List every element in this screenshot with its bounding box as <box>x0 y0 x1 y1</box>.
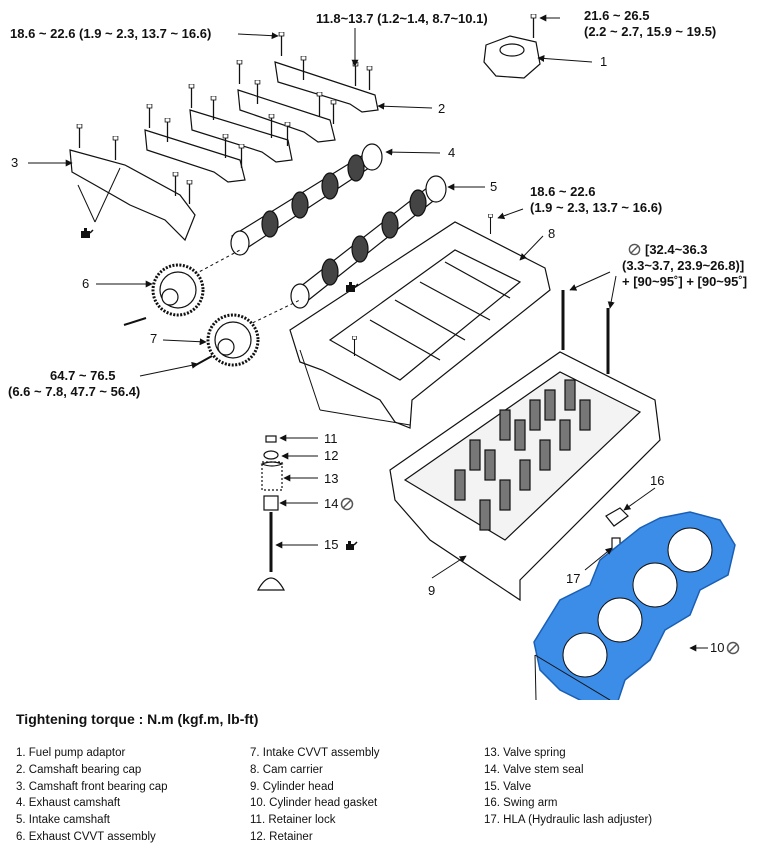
legend-item: 16. Swing arm <box>484 797 558 810</box>
torque-line-1: 21.6 ~ 26.5 <box>584 8 650 23</box>
legend-column-1: 1. Fuel pump adaptor 2. Camshaft bearing… <box>16 745 168 846</box>
part-number-11: 11 <box>324 431 338 446</box>
torque-line-2: (6.6 ~ 7.8, 47.7 ~ 56.4) <box>8 384 141 399</box>
part-number-2: 2 <box>438 101 446 116</box>
apply-sealant-icon <box>81 228 94 238</box>
part-number-12: 12 <box>324 448 339 463</box>
legend-item: 8. Cam carrier <box>250 763 323 776</box>
part-number-6: 6 <box>82 276 90 291</box>
legend-item: 4. Exhaust camshaft <box>16 797 121 810</box>
intake-camshaft <box>290 175 447 309</box>
fuel-pump-adaptor <box>483 14 541 79</box>
legend-item: 17. HLA (Hydraulic lash adjuster) <box>484 814 653 827</box>
apply-oil-icon <box>346 282 359 292</box>
torque-line-1: 64.7 ~ 76.5 <box>50 368 116 383</box>
torque-line-2: (1.9 ~ 2.3, 13.7 ~ 16.6) <box>530 200 663 215</box>
part-number-16: 16 <box>650 473 665 488</box>
part-number-text: 14 <box>324 496 339 511</box>
no-reuse-icon <box>727 641 740 655</box>
part-number-1: 1 <box>600 54 608 69</box>
torque-line-1: [32.4~36.3 <box>628 242 747 258</box>
legend-item: 7. Intake CVVT assembly <box>250 747 380 759</box>
legend-item: 14. Valve stem seal <box>484 763 584 776</box>
part-number-8: 8 <box>548 226 556 241</box>
torque-callout-bearing-cap-left: 18.6 ~ 22.6 (1.9 ~ 2.3, 13.7 ~ 16.6) <box>10 26 212 41</box>
torque-text: [32.4~36.3 <box>645 242 708 257</box>
exhaust-cvvt-assembly <box>151 263 205 317</box>
torque-line-1: 18.6 ~ 22.6 <box>530 184 596 199</box>
torque-callout-head-bolts: [32.4~36.3 (3.3~3.7, 23.9~26.8)] + [90~9… <box>622 242 747 290</box>
cam-carrier <box>289 214 551 429</box>
part-number-4: 4 <box>448 145 456 160</box>
torque-callout-cvvt: 64.7 ~ 76.5 (6.6 ~ 7.8, 47.7 ~ 56.4) <box>8 368 140 400</box>
torque-callout-cam-carrier: 18.6 ~ 22.6 (1.9 ~ 2.3, 13.7 ~ 16.6) <box>530 184 662 216</box>
legend-item: 9. Cylinder head <box>250 780 334 793</box>
part-number-10: 10 <box>710 641 740 655</box>
exhaust-camshaft <box>230 143 383 256</box>
legend-item: 1. Fuel pump adaptor <box>16 747 126 759</box>
torque-line-3: + [90~95˚] + [90~95˚] <box>622 274 748 289</box>
torque-heading: Tightening torque : N.m (kgf.m, lb-ft) <box>16 711 259 727</box>
legend-column-3: 13. Valve spring 14. Valve stem seal 15.… <box>484 745 652 829</box>
leader-lines <box>28 14 708 700</box>
cylinder-head <box>389 351 661 602</box>
legend-item: 15. Valve <box>484 780 532 793</box>
torque-callout-bearing-cap-top: 11.8~13.7 (1.2~1.4, 8.7~10.1) <box>316 11 488 26</box>
legend-item: 2. Camshaft bearing cap <box>16 763 142 776</box>
part-number-13: 13 <box>324 471 339 486</box>
part-number-7: 7 <box>150 331 158 346</box>
no-reuse-icon <box>628 243 641 256</box>
torque-callout-fuel-pump-adaptor: 21.6 ~ 26.5 (2.2 ~ 2.7, 15.9 ~ 19.5) <box>584 8 716 40</box>
legend-item: 5. Intake camshaft <box>16 814 110 827</box>
legend-column-2: 7. Intake CVVT assembly 8. Cam carrier 9… <box>250 745 380 846</box>
camshaft-bearing-caps <box>69 61 379 242</box>
exploded-view-diagram <box>28 14 736 700</box>
legend-item: 10. Cylinder head gasket <box>250 797 378 810</box>
cylinder-head-gasket <box>533 511 736 700</box>
legend-item: 13. Valve spring <box>484 747 566 759</box>
legend-item: 3. Camshaft front bearing cap <box>16 780 168 793</box>
part-number-9: 9 <box>428 583 436 598</box>
apply-oil-icon <box>346 541 358 550</box>
legend-item: 6. Exhaust CVVT assembly <box>16 830 156 843</box>
part-number-15: 15 <box>324 538 358 552</box>
torque-line-2: (2.2 ~ 2.7, 15.9 ~ 19.5) <box>584 24 717 39</box>
valve-assembly <box>256 435 286 591</box>
part-number-3: 3 <box>11 155 19 170</box>
part-number-17: 17 <box>566 571 581 586</box>
intake-cvvt-assembly <box>206 313 260 367</box>
part-number-text: 10 <box>710 640 725 655</box>
legend-item: 12. Retainer <box>250 830 313 843</box>
part-number-5: 5 <box>490 179 498 194</box>
torque-line-2: (3.3~3.7, 23.9~26.8)] <box>622 258 745 273</box>
head-bolts <box>561 290 610 374</box>
legend-item: 11. Retainer lock <box>250 814 336 827</box>
part-number-14: 14 <box>324 497 354 511</box>
no-reuse-icon <box>341 497 354 511</box>
part-number-text: 15 <box>324 537 339 552</box>
